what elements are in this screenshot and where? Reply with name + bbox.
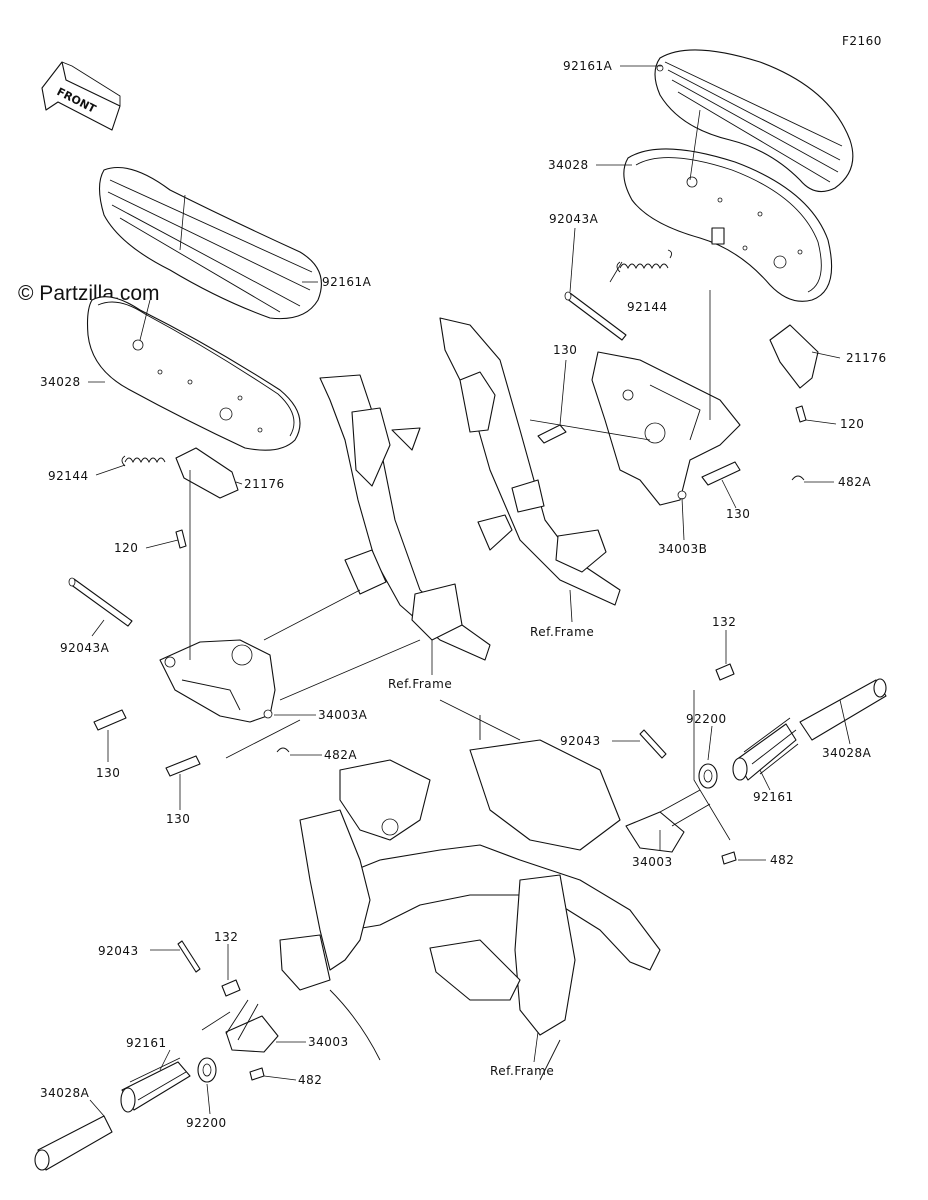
label-34003-bottom: 34003 — [308, 1035, 349, 1049]
right-footpeg-cover-34028a — [799, 678, 887, 741]
label-ref-frame-1: Ref.Frame — [530, 625, 594, 639]
label-92161a-left: 92161A — [322, 275, 372, 289]
left-footpeg-cover-34028a — [34, 1115, 113, 1171]
pin-92043-right — [639, 729, 667, 759]
label-34003b: 34003B — [658, 542, 707, 556]
left-washer-92200 — [197, 1057, 217, 1083]
bolt-120-right — [795, 405, 807, 423]
right-rubber-92161 — [732, 717, 799, 781]
label-120-left: 120 — [114, 541, 138, 555]
label-92200-bottom: 92200 — [186, 1116, 227, 1130]
label-34028a-right: 34028A — [822, 746, 872, 760]
label-132-right: 132 — [712, 615, 736, 629]
left-floorboard-pad — [98, 166, 322, 320]
left-stopper-21176 — [175, 447, 239, 499]
bolt-130-upper — [537, 424, 567, 444]
right-bracket-34003b — [591, 351, 741, 506]
label-482-right: 482 — [770, 853, 794, 867]
bolt-130-left-lower — [165, 755, 201, 777]
middle-frame-ref — [319, 374, 491, 661]
label-34003a: 34003A — [318, 708, 368, 722]
label-482a-top: 482A — [838, 475, 871, 489]
bolt-132-right — [715, 663, 735, 681]
label-120-top: 120 — [840, 417, 864, 431]
label-34003-right: 34003 — [632, 855, 673, 869]
label-92161a-top: 92161A — [563, 59, 613, 73]
label-92144-top: 92144 — [627, 300, 668, 314]
label-34028-top: 34028 — [548, 158, 589, 172]
right-washer-92200 — [698, 763, 718, 789]
right-pin — [564, 291, 627, 341]
leader-lines — [88, 65, 851, 1117]
label-130-top2: 130 — [726, 507, 750, 521]
label-ref-frame-2: Ref.Frame — [388, 677, 452, 691]
right-floorboard-pad — [654, 49, 854, 193]
label-92043-right: 92043 — [560, 734, 601, 748]
clip-482-left — [249, 1067, 265, 1081]
left-footpeg-bracket-34003 — [225, 999, 279, 1053]
circlip-482a-left — [276, 747, 290, 753]
clip-482-right — [721, 851, 737, 865]
label-34028-left: 34028 — [40, 375, 81, 389]
label-130-left1: 130 — [96, 766, 120, 780]
circlip-482a-right — [791, 475, 805, 481]
right-spring — [616, 249, 673, 273]
upper-frame-ref — [439, 317, 621, 606]
label-130-top: 130 — [553, 343, 577, 357]
left-rubber-92161 — [120, 1057, 191, 1113]
label-92043a-top: 92043A — [549, 212, 599, 226]
label-132-bottom: 132 — [214, 930, 238, 944]
lower-frame-ref — [279, 699, 661, 1081]
part-labels: 92161A 34028 92043A 92144 130 21176 120 … — [40, 59, 887, 1130]
label-21176-top: 21176 — [846, 351, 887, 365]
bolt-130-left-upper — [93, 709, 127, 731]
bolt-132-left — [221, 979, 241, 997]
left-floorboard-plate — [86, 296, 301, 451]
diagram-code: F2160 — [842, 34, 882, 48]
label-130-left2: 130 — [166, 812, 190, 826]
label-482-bottom: 482 — [298, 1073, 322, 1087]
label-92161-bottom: 92161 — [126, 1036, 167, 1050]
label-34028a-bottom: 34028A — [40, 1086, 90, 1100]
right-stopper-21176 — [769, 324, 819, 389]
left-pin — [68, 577, 133, 627]
pin-92043-left — [177, 940, 201, 973]
label-92144-left: 92144 — [48, 469, 89, 483]
label-482a-left: 482A — [324, 748, 357, 762]
left-bracket-34003a — [159, 639, 276, 723]
front-arrow-icon: FRONT — [41, 61, 121, 131]
right-footpeg-bracket-34003 — [625, 789, 711, 853]
label-92043-bottom: 92043 — [98, 944, 139, 958]
right-floorboard-plate — [623, 148, 833, 302]
bolt-120-left — [175, 529, 187, 549]
bolt-130-lower — [701, 461, 741, 486]
label-ref-frame-3: Ref.Frame — [490, 1064, 554, 1078]
left-spring — [121, 455, 166, 467]
label-92200-right: 92200 — [686, 712, 727, 726]
watermark: © Partzilla.com — [18, 282, 160, 305]
label-21176-left: 21176 — [244, 477, 285, 491]
label-92161-right: 92161 — [753, 790, 794, 804]
label-92043a-left: 92043A — [60, 641, 110, 655]
